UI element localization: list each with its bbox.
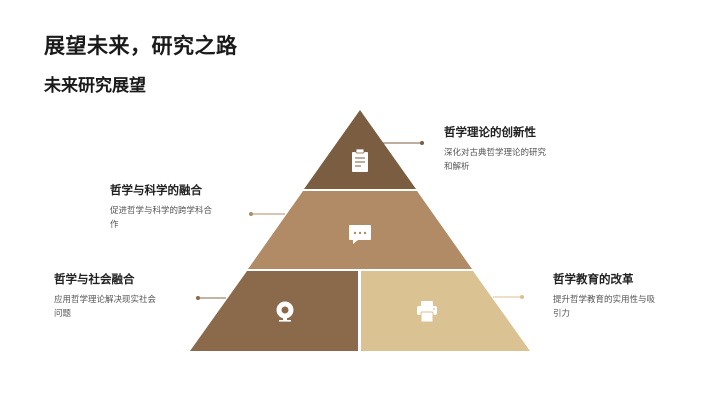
item-description-line: 作 [110,220,119,230]
item-description-line: 深化对古典哲学理论的研究 [444,148,547,158]
item-heading: 哲学与科学的融合 [110,183,202,197]
pyramid-tier-bottom-right[interactable] [361,271,530,351]
item-philosophy-theory-innovation: 哲学理论的创新性 深化对古典哲学理论的研究 和解析 [444,124,574,174]
item-description: 促进哲学与科学的跨学科合 作 [110,204,240,232]
item-heading: 哲学理论的创新性 [444,125,536,139]
item-description-line: 应用哲学理论解决现实社会 [54,295,157,305]
item-description: 提升哲学教育的实用性与吸 引力 [553,293,683,321]
slide-title: 展望未来，研究之路 [44,34,238,58]
item-description-line: 促进哲学与科学的跨学科合 [110,206,213,216]
chat-bubble-icon [349,225,371,244]
item-description: 深化对古典哲学理论的研究 和解析 [444,146,574,174]
item-heading: 哲学教育的改革 [553,272,634,286]
item-philosophy-education-reform: 哲学教育的改革 提升哲学教育的实用性与吸 引力 [553,271,683,321]
clipboard-icon [352,148,368,172]
printer-icon [417,301,437,323]
pyramid-tier-bottom-left[interactable] [190,271,358,351]
connector-bottom-right [493,295,524,299]
webcam-icon [276,301,294,322]
item-philosophy-science-fusion: 哲学与科学的融合 促进哲学与科学的跨学科合 作 [110,182,240,232]
connector-top [382,141,424,145]
item-heading: 哲学与社会融合 [54,272,135,286]
slide-subtitle: 未来研究展望 [44,76,146,96]
item-description-line: 问题 [54,309,72,319]
item-description-line: 和解析 [444,162,470,172]
connector-bottom-left [196,296,226,300]
item-philosophy-society-fusion: 哲学与社会融合 应用哲学理论解决现实社会 问题 [54,271,184,321]
item-description: 应用哲学理论解决现实社会 问题 [54,293,184,321]
connector-middle [249,212,285,216]
item-description-line: 引力 [553,309,571,319]
item-description-line: 提升哲学教育的实用性与吸 [553,295,656,305]
